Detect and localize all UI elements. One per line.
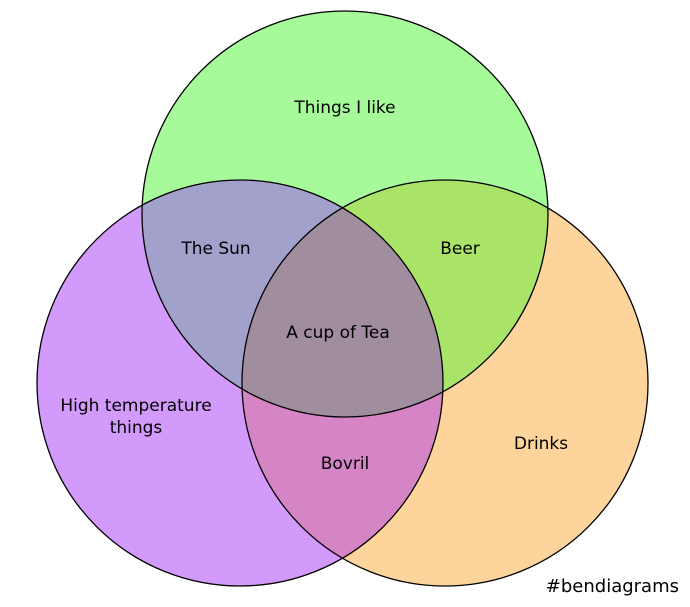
label-high-temperature-line-1: High temperature — [60, 396, 211, 416]
label-drinks: Drinks — [514, 434, 568, 454]
outline-drinks — [241, 179, 649, 587]
label-things-i-like: Things I like — [293, 98, 395, 118]
outline-things-i-like — [141, 10, 549, 418]
label-high-temperature-line-2: things — [110, 418, 163, 438]
label-bovril: Bovril — [321, 454, 370, 474]
label-beer: Beer — [440, 239, 480, 259]
overlap-all-three — [242, 180, 443, 417]
hashtag-bendiagrams: #bendiagrams — [546, 576, 679, 597]
label-the-sun: The Sun — [180, 239, 250, 259]
outline-high-temperature — [36, 179, 444, 587]
label-a-cup-of-tea: A cup of Tea — [286, 323, 390, 343]
